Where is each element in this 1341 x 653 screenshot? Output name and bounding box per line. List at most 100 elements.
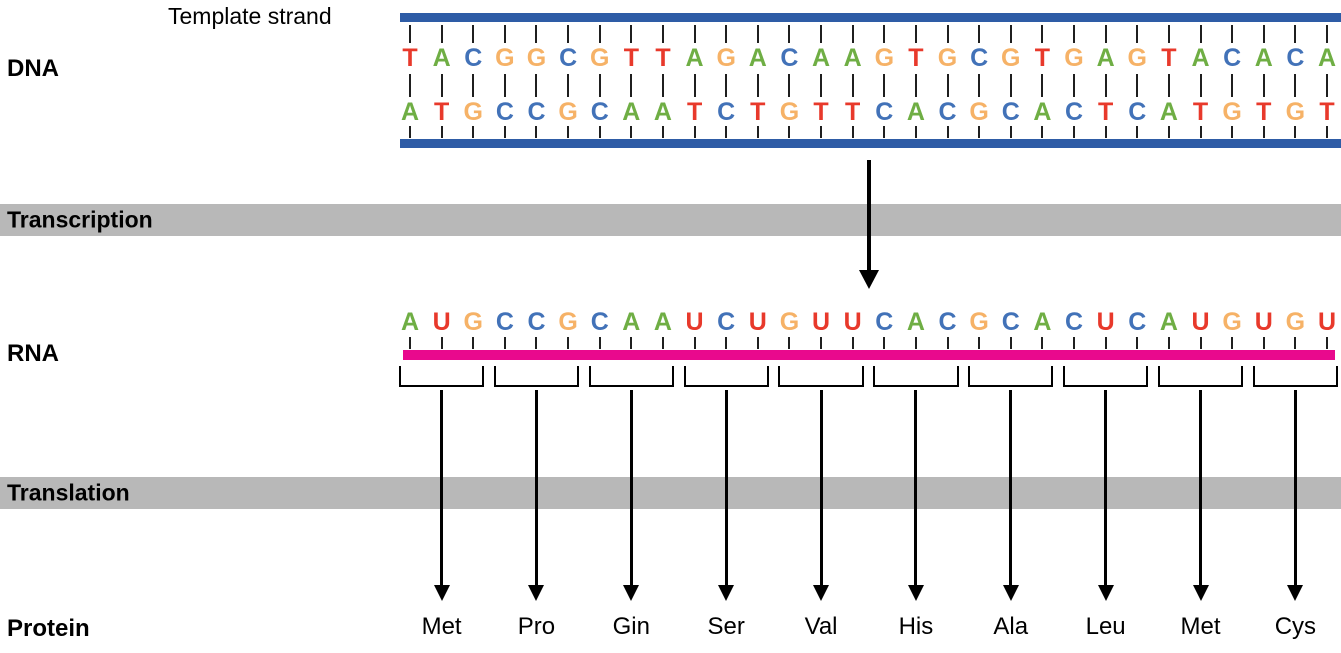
rna-backbone-tick bbox=[788, 337, 791, 349]
dna-bottom-backbone-tick bbox=[503, 126, 506, 138]
rna-base: C bbox=[527, 308, 546, 336]
dna-basepair-tick bbox=[1167, 74, 1170, 97]
dna-bottom-backbone-tick bbox=[978, 126, 981, 138]
codon-bracket bbox=[399, 366, 485, 387]
dna-basepair-tick bbox=[883, 74, 886, 97]
amino-acid-label: Cys bbox=[1274, 613, 1317, 640]
dna-complementary-strand-base: T bbox=[813, 98, 829, 126]
rna-base: C bbox=[938, 308, 957, 336]
dna-basepair-tick bbox=[756, 74, 759, 97]
dna-basepair-tick bbox=[661, 74, 664, 97]
dna-basepair-tick bbox=[1294, 74, 1297, 97]
amino-acid-label: Ala bbox=[993, 613, 1029, 640]
rna-base: A bbox=[1033, 308, 1052, 336]
rna-base: G bbox=[969, 308, 989, 336]
dna-complementary-strand-base: A bbox=[653, 98, 672, 126]
dna-top-backbone-tick bbox=[1104, 25, 1107, 43]
dna-top-backbone-tick bbox=[598, 25, 601, 43]
dna-bottom-backbone-bar bbox=[400, 139, 1341, 148]
dna-complementary-strand-base: C bbox=[1001, 98, 1020, 126]
dna-complementary-strand-base: T bbox=[1097, 98, 1114, 126]
dna-template-strand-base: C bbox=[970, 44, 989, 72]
dna-bottom-backbone-tick bbox=[409, 126, 411, 138]
dna-complementary-strand-base: G bbox=[969, 98, 989, 126]
dna-top-backbone-tick bbox=[535, 25, 538, 43]
dna-bottom-backbone-tick bbox=[630, 126, 633, 138]
dna-top-backbone-tick bbox=[440, 25, 443, 43]
dna-top-backbone-tick bbox=[1136, 25, 1139, 43]
dna-basepair-tick bbox=[409, 74, 411, 97]
amino-acid-label: Met bbox=[1180, 613, 1221, 640]
translation-arrow-head bbox=[1097, 585, 1114, 601]
dna-top-backbone-tick bbox=[725, 25, 728, 43]
dna-bottom-backbone-tick bbox=[1009, 126, 1012, 138]
rna-base: U bbox=[685, 308, 704, 336]
dna-template-strand-base: A bbox=[1317, 44, 1336, 72]
dna-complementary-strand-base: G bbox=[779, 98, 800, 126]
dna-top-backbone-tick bbox=[1009, 25, 1012, 43]
dna-top-backbone-tick bbox=[409, 25, 411, 43]
dna-complementary-strand-base: A bbox=[622, 98, 641, 126]
dna-basepair-tick bbox=[725, 74, 728, 97]
rna-backbone-tick bbox=[1294, 337, 1297, 349]
rna-backbone-tick bbox=[630, 337, 633, 349]
codon-bracket bbox=[1157, 366, 1244, 387]
dna-template-strand-base: A bbox=[432, 44, 451, 72]
dna-template-strand-base: T bbox=[1161, 44, 1177, 72]
codon-bracket bbox=[778, 366, 864, 387]
translation-arrow-head bbox=[1002, 585, 1019, 601]
rna-base: U bbox=[812, 308, 831, 336]
rna-backbone-tick bbox=[725, 337, 728, 349]
rna-backbone-tick bbox=[598, 337, 601, 349]
rna-backbone-tick bbox=[914, 337, 917, 349]
dna-bottom-backbone-tick bbox=[851, 126, 854, 138]
codon-bracket bbox=[873, 366, 959, 387]
rna-backbone-tick bbox=[756, 337, 759, 349]
dna-basepair-tick bbox=[820, 74, 823, 97]
dna-top-backbone-tick bbox=[630, 25, 633, 43]
dna-basepair-tick bbox=[440, 74, 443, 97]
dna-template-strand-base: T bbox=[623, 44, 639, 72]
dna-basepair-tick bbox=[598, 74, 601, 97]
dna-template-strand-base: A bbox=[1191, 44, 1210, 72]
dna-template-strand-base: A bbox=[1096, 44, 1115, 72]
dna-top-backbone-tick bbox=[567, 25, 570, 43]
rna-backbone-tick bbox=[503, 337, 506, 349]
dna-top-backbone-tick bbox=[756, 25, 759, 43]
dna-bottom-backbone-tick bbox=[567, 126, 570, 138]
dna-template-strand-base: A bbox=[843, 44, 862, 72]
rna-backbone-tick bbox=[1262, 337, 1265, 349]
dna-basepair-tick bbox=[1009, 74, 1012, 97]
dna-complementary-strand-base: C bbox=[875, 98, 894, 126]
dna-basepair-tick bbox=[630, 74, 633, 97]
amino-acid-label: Pro bbox=[517, 613, 556, 640]
rna-backbone-tick bbox=[1009, 337, 1012, 349]
dna-top-backbone-tick bbox=[1199, 25, 1202, 43]
dna-basepair-tick bbox=[1325, 74, 1328, 97]
translation-arrow-shaft bbox=[724, 390, 728, 585]
dna-basepair-tick bbox=[503, 74, 506, 97]
dna-template-strand-base: G bbox=[937, 44, 958, 72]
dna-top-backbone-tick bbox=[1167, 25, 1170, 43]
dna-basepair-tick bbox=[1231, 74, 1234, 97]
translation-label: Translation bbox=[7, 479, 130, 506]
transcription-label: Transcription bbox=[7, 206, 153, 233]
rna-base: G bbox=[558, 308, 578, 336]
dna-bottom-backbone-tick bbox=[1262, 126, 1265, 138]
dna-template-strand-base: C bbox=[1286, 44, 1305, 72]
dna-basepair-tick bbox=[535, 74, 538, 97]
dna-template-strand-base: C bbox=[464, 44, 483, 72]
rna-backbone-tick bbox=[1167, 337, 1170, 349]
dna-template-strand-base: G bbox=[1001, 44, 1021, 72]
rna-base: C bbox=[1001, 308, 1020, 336]
dna-bottom-backbone-tick bbox=[1104, 126, 1107, 138]
dna-basepair-tick bbox=[1104, 74, 1107, 97]
dna-bottom-backbone-tick bbox=[820, 126, 823, 138]
rna-base: C bbox=[875, 308, 894, 336]
rna-backbone-bar bbox=[403, 350, 1335, 360]
dna-top-backbone-tick bbox=[503, 25, 506, 43]
rna-base: A bbox=[906, 308, 925, 336]
dna-top-backbone-tick bbox=[693, 25, 696, 43]
rna-backbone-tick bbox=[1325, 337, 1328, 349]
